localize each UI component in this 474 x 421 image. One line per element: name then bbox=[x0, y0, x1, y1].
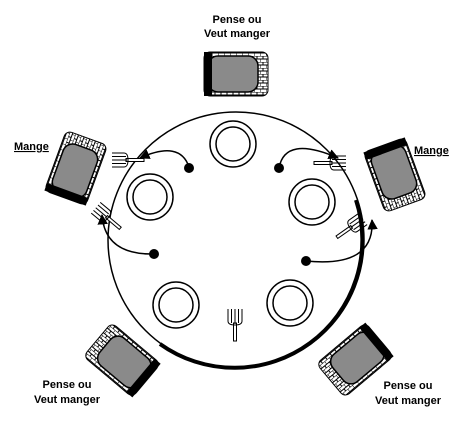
label-left: Mange bbox=[14, 141, 49, 153]
plate-icon bbox=[266, 279, 314, 327]
label-bottom-left-line2: Veut manger bbox=[34, 394, 101, 406]
plate-icon bbox=[209, 120, 257, 168]
arrow-right bbox=[301, 218, 378, 266]
chair-icon bbox=[43, 129, 109, 207]
label-top-line1: Pense ou bbox=[213, 14, 262, 26]
label-top-line2: Veut manger bbox=[204, 28, 271, 40]
label-bottom-left-line1: Pense ou bbox=[43, 379, 92, 391]
label-bottom-right-line2: Veut manger bbox=[375, 395, 442, 407]
chair-icon bbox=[203, 51, 269, 97]
chair-icon bbox=[315, 321, 395, 399]
label-right: Mange bbox=[414, 145, 449, 157]
arrow-left bbox=[97, 213, 159, 259]
arrow-top-left bbox=[139, 149, 194, 173]
arrow-top-right bbox=[274, 147, 339, 173]
plate-icon bbox=[288, 178, 336, 226]
plate-icon bbox=[152, 281, 200, 329]
label-bottom-right-line1: Pense ou bbox=[384, 380, 433, 392]
plate-icon bbox=[126, 173, 174, 221]
table-shadow-edge bbox=[158, 199, 365, 370]
